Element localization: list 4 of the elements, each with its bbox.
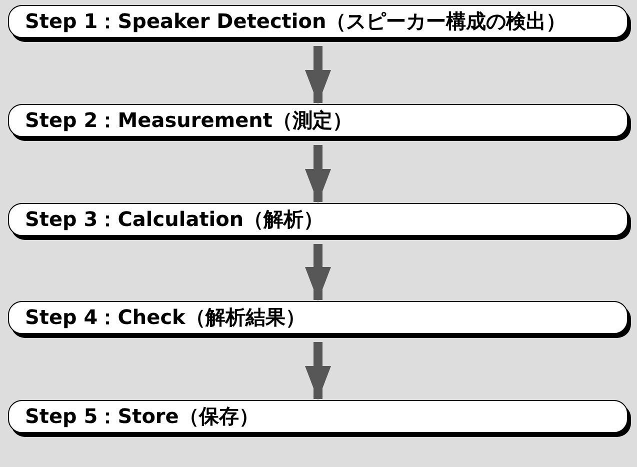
- down-arrow: [305, 244, 331, 301]
- down-arrow: [305, 145, 331, 203]
- down-arrow: [305, 342, 331, 400]
- down-arrow: [305, 46, 331, 104]
